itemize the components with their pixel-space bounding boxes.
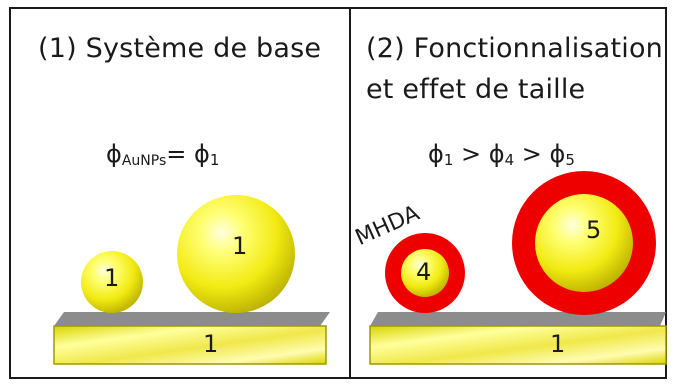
right-large-particle bbox=[535, 194, 633, 292]
formula-subscript-5: 5 bbox=[565, 151, 575, 169]
formula-greater-than: > ϕ bbox=[453, 140, 505, 168]
phi-symbol: ϕ bbox=[106, 140, 122, 168]
right-substrate-top bbox=[370, 312, 666, 326]
left-large-particle-label: 1 bbox=[232, 232, 248, 260]
right-panel-title-line1: (2) Fonctionnalisation bbox=[366, 33, 663, 64]
left-small-particle bbox=[81, 251, 143, 313]
right-small-particle bbox=[401, 249, 449, 297]
right-substrate bbox=[369, 325, 667, 365]
outer-frame bbox=[9, 7, 667, 379]
right-panel-title-line2: et effet de taille bbox=[366, 74, 586, 105]
left-formula: ϕAuNPs= ϕ1 bbox=[106, 140, 219, 169]
left-panel-title: (1) Système de base bbox=[38, 33, 322, 64]
formula-subscript-1: 1 bbox=[209, 151, 220, 169]
right-small-particle-label: 4 bbox=[416, 258, 432, 286]
phi-symbol: ϕ bbox=[428, 140, 444, 168]
right-substrate-label: 1 bbox=[550, 330, 566, 358]
left-small-particle-label: 1 bbox=[104, 264, 120, 292]
right-large-particle-label: 5 bbox=[586, 216, 602, 244]
formula-subscript-4: 4 bbox=[504, 151, 515, 169]
left-substrate-label: 1 bbox=[203, 330, 219, 358]
formula-subscript-1: 1 bbox=[443, 151, 454, 169]
formula-equals: = ϕ bbox=[166, 140, 210, 168]
left-substrate-top bbox=[54, 312, 330, 326]
right-formula: ϕ1 > ϕ4 > ϕ5 bbox=[428, 140, 575, 169]
formula-greater-than: > ϕ bbox=[514, 140, 566, 168]
formula-subscript-aunps: AuNPs bbox=[121, 153, 167, 169]
left-large-particle bbox=[177, 195, 295, 313]
left-substrate bbox=[53, 325, 327, 365]
